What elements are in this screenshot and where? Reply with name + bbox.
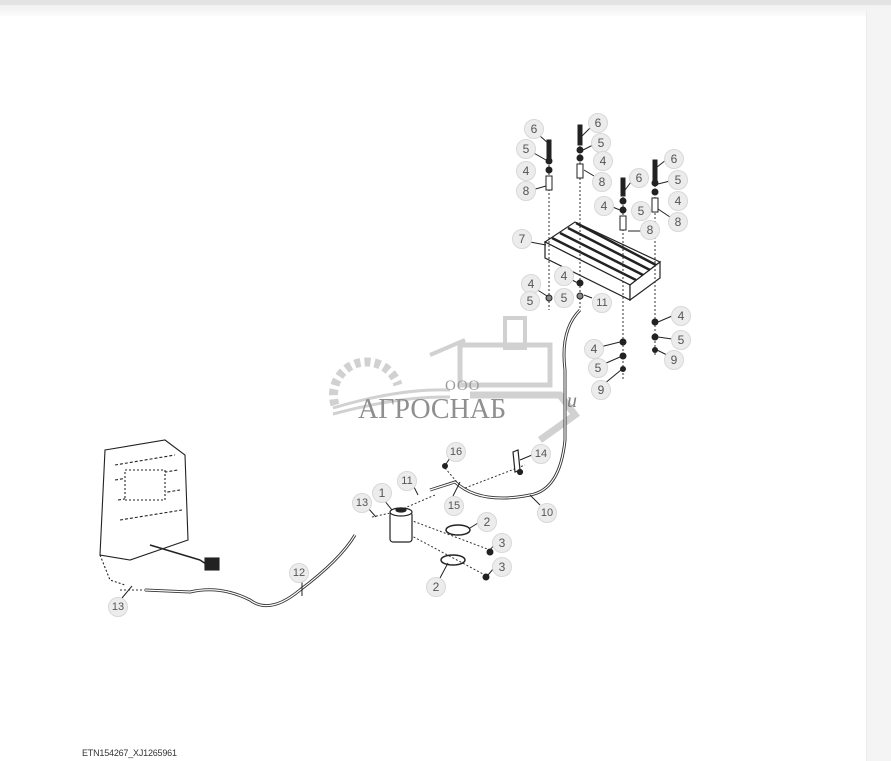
callout-4: 4 [516,161,536,181]
callout-5: 5 [591,133,611,153]
callout-15: 15 [444,496,464,516]
callout-16: 16 [446,442,466,462]
callout-13: 13 [352,493,372,513]
watermark-logo [328,316,580,443]
callout-1: 1 [372,483,392,503]
callout-5: 5 [631,201,651,221]
callout-5: 5 [668,170,688,190]
scrollbar-track[interactable] [866,10,891,761]
callout-9: 9 [591,380,611,400]
window-top-bar [0,0,891,5]
receiver-drier [389,507,413,543]
callout-12: 12 [289,563,309,583]
callout-11: 11 [592,293,612,313]
callout-5: 5 [671,330,691,350]
callout-2: 2 [477,512,497,532]
callout-8: 8 [668,212,688,232]
callout-13: 13 [108,597,128,617]
callout-4: 4 [594,196,614,216]
callout-4: 4 [671,306,691,326]
hvac-unit [99,439,220,586]
callout-4: 4 [593,151,613,171]
callout-9: 9 [664,350,684,370]
callout-8: 8 [592,172,612,192]
callout-4: 4 [554,266,574,286]
callout-8: 8 [640,220,660,240]
diagram-page [0,16,866,761]
callout-5: 5 [520,291,540,311]
bracket [512,449,524,476]
figure-caption: ETN154267_XJ1265961 [82,748,177,758]
clamps [440,524,471,566]
callout-5: 5 [588,358,608,378]
callout-4: 4 [668,191,688,211]
watermark-suffix: u [567,390,577,412]
hoses-inner [144,309,581,607]
callout-6: 6 [664,149,684,169]
assembly-lines [120,130,656,591]
callout-4: 4 [521,274,541,294]
callout-4: 4 [584,339,604,359]
callout-6: 6 [524,119,544,139]
callout-2: 2 [426,577,446,597]
callout-3: 3 [492,533,512,553]
callout-11: 11 [397,471,417,491]
callout-14: 14 [531,444,551,464]
callout-6: 6 [588,113,608,133]
toolbar-shadow [0,5,891,16]
callout-8: 8 [516,181,536,201]
callout-5: 5 [554,288,574,308]
condenser-core [543,221,662,302]
callout-5: 5 [516,139,536,159]
callout-6: 6 [629,168,649,188]
callout-7: 7 [512,229,532,249]
watermark-name: АГРОСНАБ [358,394,507,425]
watermark-prefix: ООО [445,378,481,394]
callout-3: 3 [492,557,512,577]
callout-10: 10 [537,503,557,523]
